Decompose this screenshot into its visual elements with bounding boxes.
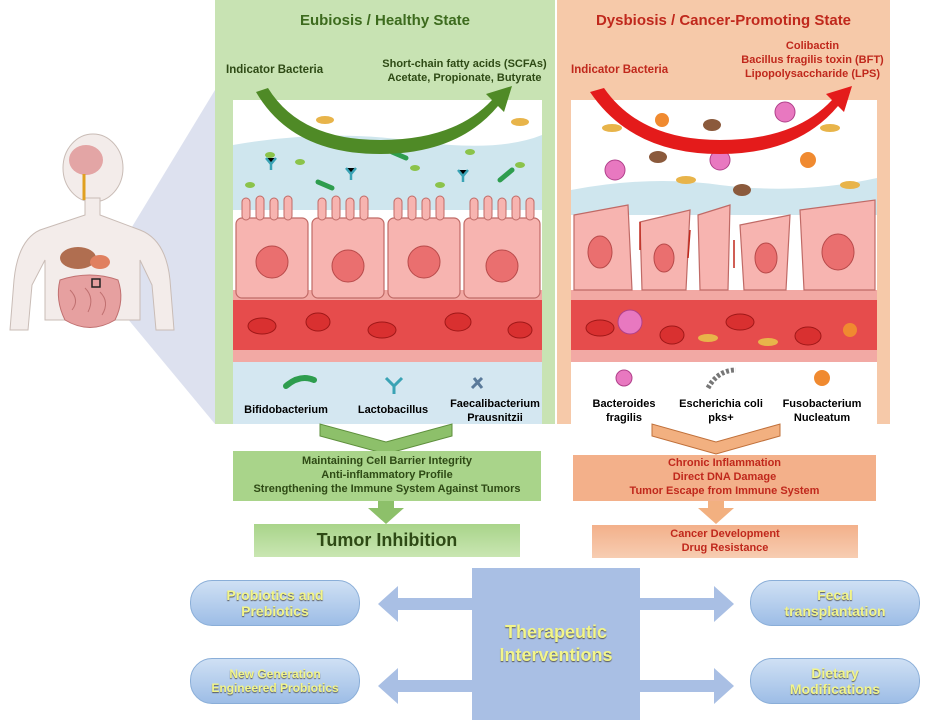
dysbiosis-effect-1: Chronic Inflammation — [667, 457, 782, 470]
healthy-down-arrow — [368, 500, 404, 524]
dysbiosis-effect-2: Direct DNA Damage — [672, 471, 777, 484]
dysbiosis-tissue — [571, 100, 877, 362]
therapy-dietary-modifications: Dietary Modifications — [750, 658, 920, 704]
cancer-development-box: Cancer Development Drug Resistance — [592, 525, 858, 558]
bacterium-label-2: Lactobacillus — [357, 404, 429, 416]
therapy-center-line-1: Therapeutic — [504, 621, 608, 642]
bacterium-label-3: Faecalibacterium Prausnitzii — [450, 398, 540, 424]
arrow-left-bottom — [378, 668, 472, 704]
cancer-outcome-1: Cancer Development — [670, 527, 780, 540]
fusobacterium-icon — [814, 370, 830, 386]
bacteroides-icon — [615, 369, 633, 387]
tissue-illustrations — [233, 86, 877, 424]
scfa-line-1: Short-chain fatty acids (SCFAs) — [382, 58, 547, 70]
dysbiosis-chevron — [651, 423, 781, 455]
therapy-label: Dietary — [811, 665, 859, 681]
healthy-effect-2: Anti-inflammatory Profile — [321, 469, 453, 482]
scfa-line-2: Acetate, Propionate, Butyrate — [387, 71, 542, 84]
arrow-right-bottom — [640, 668, 734, 704]
toxin-line-3: Lipopolysaccharide (LPS) — [744, 67, 881, 80]
arrow-left-top — [378, 586, 472, 622]
healthy-indicator-label: Indicator Bacteria — [226, 64, 324, 76]
therapy-label: New Generation — [229, 667, 321, 681]
therapy-engineered-probiotics: New Generation Engineered Probiotics — [190, 658, 360, 704]
healthy-curved-arrow — [256, 86, 512, 154]
dysbiosis-legend-icons — [615, 367, 830, 390]
dysbiosis-title: Dysbiosis / Cancer-Promoting State — [595, 12, 852, 29]
dysbiosis-effects-box: Chronic Inflammation Direct DNA Damage T… — [573, 455, 876, 501]
therapy-center-line-2: Interventions — [499, 645, 613, 665]
liver — [60, 247, 96, 269]
healthy-title: Eubiosis / Healthy State — [299, 12, 471, 29]
healthy-effect-3: Strengthening the Immune System Against … — [253, 482, 521, 495]
ecoli-icon — [705, 367, 737, 390]
flow-arrows — [319, 423, 781, 524]
healthy-effect-1: Maintaining Cell Barrier Integrity — [302, 455, 472, 468]
scfa-label: Short-chain fatty acids (SCFAs) Acetate,… — [372, 58, 557, 86]
brain — [69, 145, 103, 175]
lactobacillus-icon — [384, 376, 404, 394]
zoom-marker — [91, 278, 101, 288]
dysbiosis-curved-arrow — [590, 86, 852, 154]
toxin-line-2: Bacillus fragilis toxin (BFT) — [741, 53, 884, 66]
bacterium-label-1: Bifidobacterium — [244, 404, 328, 416]
bacterium-label-5: Escherichia coli pks+ — [679, 398, 763, 424]
dysbiosis-indicator-label: Indicator Bacteria — [571, 64, 669, 76]
dysbiosis-effect-3: Tumor Escape from Immune System — [629, 484, 820, 497]
bifidobacterium-icon — [283, 375, 317, 389]
healthy-effects-box: Maintaining Cell Barrier Integrity Anti-… — [233, 451, 541, 501]
therapeutic-interventions-box: Therapeutic Interventions — [472, 568, 640, 720]
body-illustration — [9, 90, 215, 424]
dysbiosis-blood-vessel — [571, 300, 877, 350]
dysbiosis-down-arrow — [698, 500, 734, 524]
therapy-label: Prebiotics — [241, 603, 309, 619]
human-figure — [9, 133, 175, 331]
healthy-tissue — [233, 100, 542, 424]
arrow-right-top — [640, 586, 734, 622]
toxin-line-1: Colibactin — [785, 40, 840, 52]
therapy-label: Modifications — [789, 681, 881, 697]
therapy-label: Probiotics and — [226, 587, 324, 603]
toxin-label: Colibactin Bacillus fragilis toxin (BFT)… — [730, 40, 895, 81]
therapy-fecal-transplantation: Fecal transplantation — [750, 580, 920, 626]
therapy-label: Fecal — [817, 587, 853, 603]
therapy-arrows — [378, 586, 734, 704]
therapy-label: transplantation — [784, 603, 886, 619]
therapy-probiotics-prebiotics: Probiotics and Prebiotics — [190, 580, 360, 626]
faecalibacterium-icon — [470, 376, 484, 390]
healthy-chevron — [319, 423, 453, 455]
bacterium-label-6: Fusobacterium Nucleatum — [782, 398, 862, 424]
therapy-label: Engineered Probiotics — [211, 681, 339, 695]
bacterium-label-4: Bacteroides fragilis — [592, 398, 656, 424]
tumor-inhibition-box: Tumor Inhibition — [254, 524, 520, 557]
cancer-outcome-2: Drug Resistance — [681, 541, 769, 554]
tumor-inhibition-label: Tumor Inhibition — [316, 530, 458, 550]
